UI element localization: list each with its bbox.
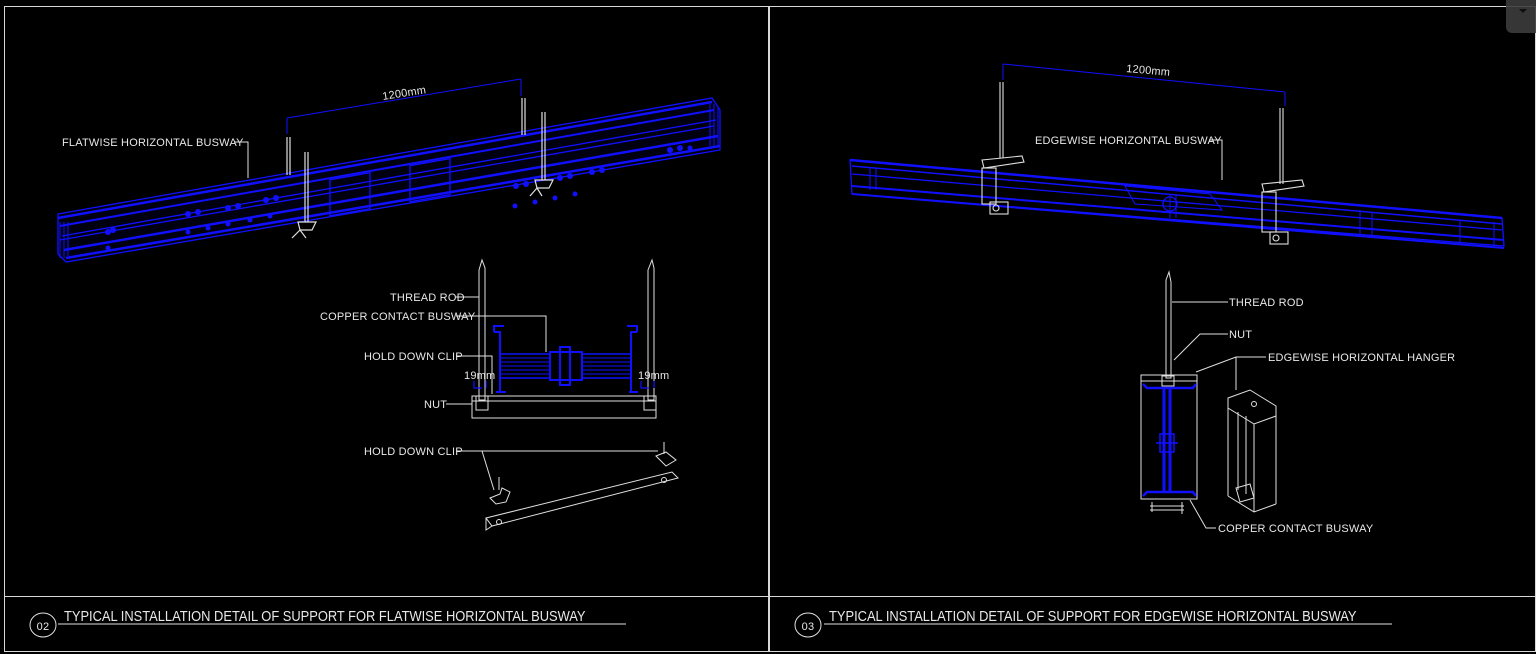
flatwise-cross-section (471, 258, 657, 419)
edgewise-hangers-iso (981, 82, 1305, 245)
edgewise-busway-iso (849, 158, 1505, 249)
viewport-control-button[interactable] (1506, 0, 1536, 33)
label-edgewise-hanger: EDGEWISE HORIZONTAL HANGER (1268, 352, 1455, 364)
label-nut-left: NUT (424, 399, 447, 411)
label-nut-right: NUT (1229, 329, 1252, 341)
left-title-bubble: 02 (29, 612, 57, 638)
label-19mm-right: 19mm (638, 370, 669, 382)
left-detail-title: TYPICAL INSTALLATION DETAIL OF SUPPORT F… (64, 607, 586, 624)
label-flatwise-busway: FLATWISE HORIZONTAL BUSWAY (62, 137, 244, 149)
svg-text:02: 02 (37, 621, 50, 633)
busway-leader-left (234, 141, 249, 178)
thread-rods-iso-left (286, 98, 554, 239)
chevron-down-icon (1519, 9, 1527, 13)
label-copper-contact-left: COPPER CONTACT BUSWAY (320, 311, 476, 323)
label-19mm-left: 19mm (464, 370, 495, 382)
svg-text:03: 03 (802, 621, 815, 633)
edgewise-hanger-iso (1227, 389, 1277, 513)
label-hold-down-clip-2: HOLD DOWN CLIP (364, 446, 463, 458)
left-title-block (4, 596, 770, 652)
right-title-bubble: 03 (794, 612, 822, 638)
flatwise-busway-iso (57, 97, 721, 263)
label-edgewise-busway: EDGEWISE HORIZONTAL BUSWAY (1035, 135, 1222, 147)
busway-leader-right (1209, 139, 1223, 180)
label-thread-rod-left: THREAD ROD (390, 292, 465, 304)
right-detail-title: TYPICAL INSTALLATION DETAIL OF SUPPORT F… (829, 607, 1357, 624)
dimension-1200mm-left (286, 78, 522, 134)
right-cross-section-leaders (1172, 301, 1266, 529)
dimension-label-left: 1200mm (382, 84, 427, 103)
edgewise-cross-section (1140, 270, 1198, 514)
label-copper-contact-right: COPPER CONTACT BUSWAY (1218, 523, 1374, 535)
cross-section-leaders-left (446, 296, 547, 405)
label-thread-rod-right: THREAD ROD (1229, 297, 1304, 309)
hold-down-clip-iso (456, 442, 679, 531)
dimension-label-right: 1200mm (1126, 63, 1171, 79)
label-hold-down-clip-left: HOLD DOWN CLIP (364, 351, 463, 363)
dimension-1200mm-right (1002, 63, 1286, 106)
